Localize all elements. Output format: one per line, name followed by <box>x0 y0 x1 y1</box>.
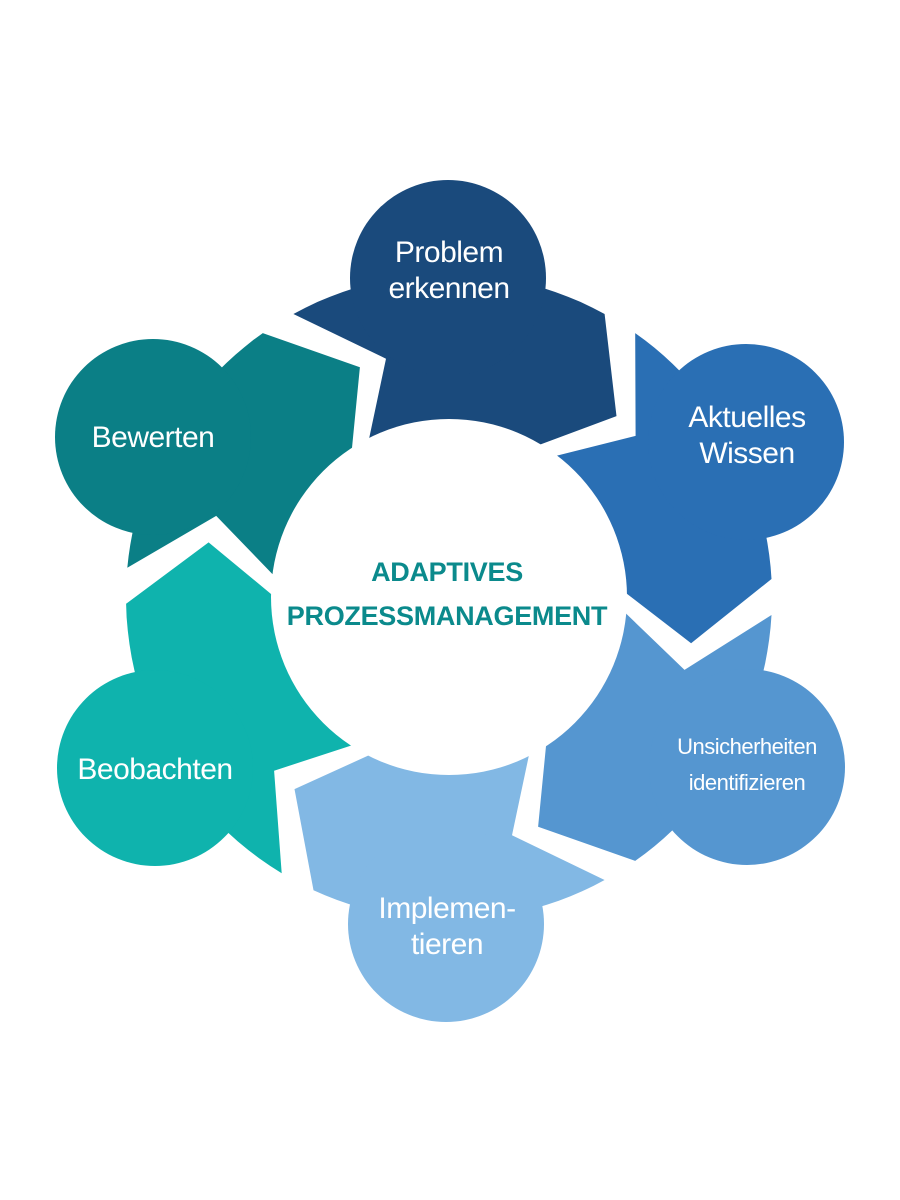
step-node-wissen: Aktuelles Wissen <box>648 344 844 540</box>
step-circle-wissen <box>648 344 844 540</box>
step-node-unsicher: Unsicherheiten identifizieren <box>649 669 845 865</box>
step-circle-unsicher <box>649 669 845 865</box>
step-label-unsicher-line2: identifizieren <box>689 770 806 795</box>
step-label-implement-line2: tieren <box>411 928 483 961</box>
step-node-problem: Problem erkennen <box>350 180 546 376</box>
step-node-implement: Implemen- tieren <box>348 826 544 1022</box>
step-circle-beobacht <box>57 670 253 866</box>
arrow-segment-wissen <box>547 333 772 644</box>
step-circle-problem <box>350 180 546 376</box>
step-label-unsicher-line1: Unsicherheiten <box>677 734 817 759</box>
center-circle <box>271 419 627 775</box>
step-label-wissen-line2: Wissen <box>699 437 794 470</box>
step-node-bewerten: Bewerten <box>55 339 251 535</box>
center-title-line2: PROZESSMANAGEMENT <box>287 601 608 631</box>
step-label-beobacht-line1: Beobachten <box>77 753 232 786</box>
step-node-beobacht: Beobachten <box>57 670 253 866</box>
step-label-problem-line2: erkennen <box>388 272 509 305</box>
arrow-segment-unsicher <box>538 606 772 861</box>
step-label-bewerten-line1: Bewerten <box>92 421 215 454</box>
center-title-line1: ADAPTIVES <box>371 557 523 587</box>
step-circle-implement <box>348 826 544 1022</box>
step-label-implement-line1: Implemen- <box>378 892 515 925</box>
step-label-wissen-line1: Aktuelles <box>688 401 805 434</box>
arrow-segment-beobacht <box>126 542 361 874</box>
step-label-problem-line1: Problem <box>395 236 503 269</box>
step-circle-bewerten <box>55 339 251 535</box>
